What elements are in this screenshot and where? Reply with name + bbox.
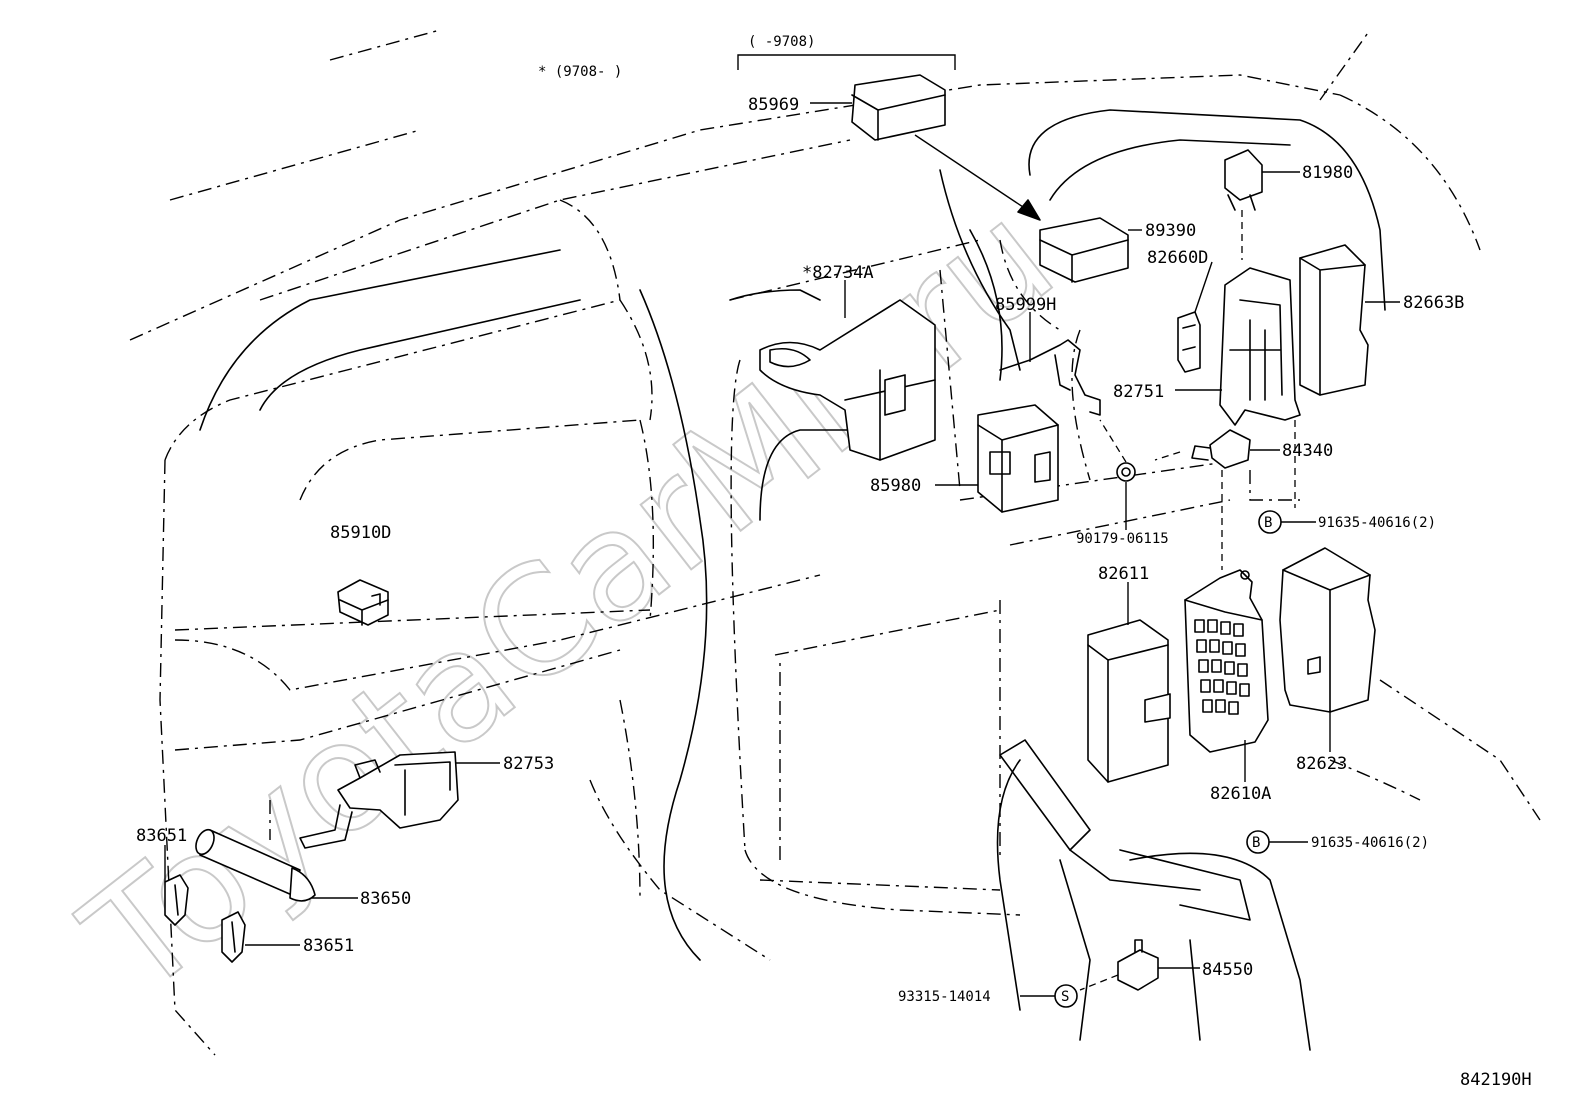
part-83651-a: [164, 874, 189, 926]
label-81980: 81980: [1302, 163, 1353, 183]
part-82663B: [1299, 244, 1369, 396]
label-91635-40616-lower: 91635-40616(2): [1311, 835, 1429, 851]
part-82753: [299, 751, 459, 849]
arrow-85969-to-89390: [914, 134, 1036, 216]
label-91635-40616-upper: 91635-40616(2): [1318, 515, 1436, 531]
label-82623: 82623: [1296, 754, 1347, 774]
label-90179-06115: 90179-06115: [1076, 531, 1169, 547]
part-82623: [1279, 547, 1376, 713]
leader-lines: [164, 102, 1400, 997]
part-84550: [1079, 939, 1159, 991]
part-85999H: [999, 339, 1101, 416]
part-85969: [851, 74, 946, 141]
label-93315-14014: 93315-14014: [898, 989, 991, 1005]
bolt-marker-b2: B: [1246, 830, 1270, 854]
label-85999H: 85999H: [995, 295, 1056, 315]
svg-text:B: B: [1264, 515, 1272, 531]
label-83651-upper: 83651: [136, 826, 187, 846]
dashboard-contours: [199, 109, 1386, 961]
screw-marker-s: S: [1054, 984, 1078, 1008]
part-85910D: [337, 579, 389, 626]
label-84550: 84550: [1202, 960, 1253, 980]
steering-column: [996, 739, 1311, 1051]
svg-text:S: S: [1061, 989, 1069, 1005]
dashboard-outline: [129, 29, 1541, 1056]
date-range-bracket: ( -9708) * (9708- ): [538, 34, 956, 80]
part-82660D: [1177, 311, 1201, 373]
label-85910D: 85910D: [330, 523, 391, 543]
part-89390: [1039, 217, 1129, 283]
watermark: ToyotaCarMir.ru: [54, 170, 1085, 1029]
label-84340: 84340: [1282, 441, 1333, 461]
part-83650: [195, 828, 316, 902]
label-82660D: 82660D: [1147, 248, 1208, 268]
asterisk-date-note: * (9708- ): [538, 64, 622, 80]
part-82610A: [1184, 470, 1269, 753]
label-82610A: 82610A: [1210, 784, 1271, 804]
part-84340: [1154, 429, 1251, 469]
part-83651-b: [221, 911, 246, 963]
label-85969: 85969: [748, 95, 799, 115]
upper-date-range: ( -9708): [748, 34, 815, 50]
label-82663B: 82663B: [1403, 293, 1464, 313]
label-83651-lower: 83651: [303, 936, 354, 956]
label-82751: 82751: [1113, 382, 1164, 402]
svg-text:B: B: [1252, 835, 1260, 851]
label-82734A: *82734A: [802, 263, 874, 283]
label-82611: 82611: [1098, 564, 1149, 584]
callout-labels: 85969 81980 89390 82660D *82734A 85999H …: [136, 95, 1464, 1005]
figure-code: 842190H: [1460, 1070, 1532, 1090]
label-89390: 89390: [1145, 221, 1196, 241]
arrow-head: [1017, 199, 1041, 221]
bolt-marker-b1: B: [1258, 420, 1296, 534]
label-82753: 82753: [503, 754, 554, 774]
part-85980: [977, 404, 1059, 513]
part-90179-06115: [1099, 419, 1136, 482]
part-82611: [1087, 619, 1171, 783]
label-83650: 83650: [360, 889, 411, 909]
part-82751: [1219, 267, 1301, 426]
part-82734A: [759, 299, 936, 461]
label-85980: 85980: [870, 476, 921, 496]
part-81980: [1224, 149, 1263, 260]
